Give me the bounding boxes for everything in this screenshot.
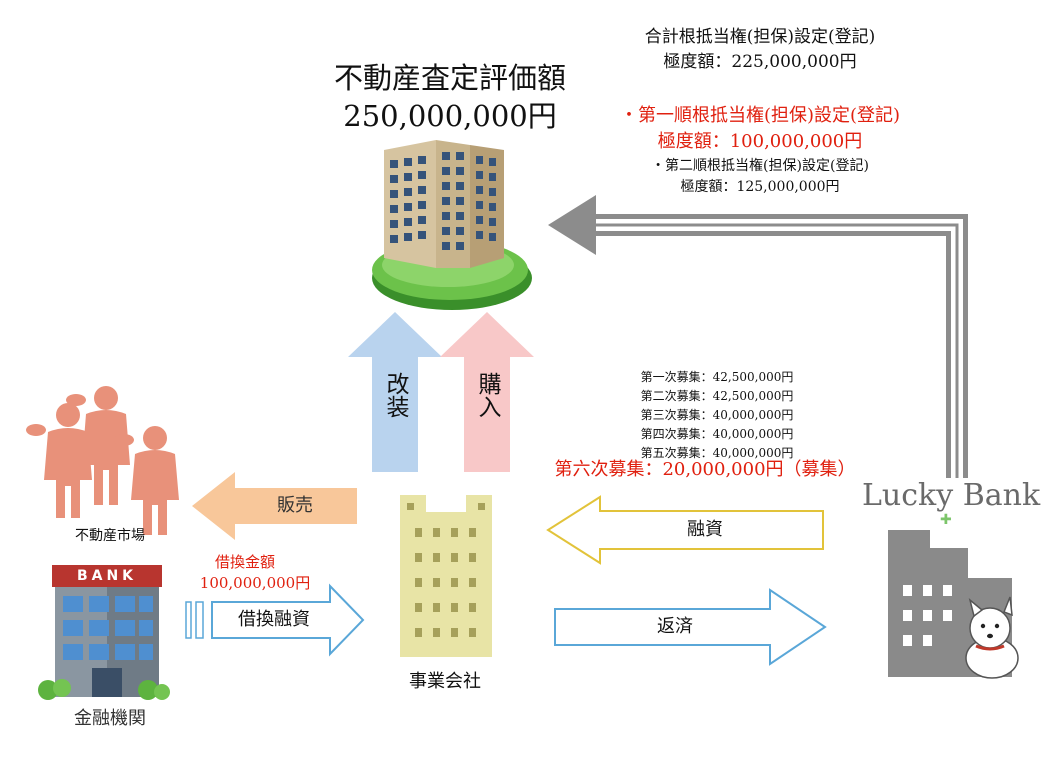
mortgage-second-line2: 極度額：125,000,000円 (680, 179, 840, 195)
loan-label: 融資 (687, 519, 723, 540)
company-building-icon (400, 495, 492, 657)
fundraising-round-5: 第五次募集：40,000,000円 (640, 446, 794, 460)
refinance-label: 借換融資 (238, 609, 310, 630)
market-people-icon (26, 386, 179, 535)
mortgage-total-line1: 合計根抵当権(担保)設定(登記) (644, 27, 876, 47)
appraisal-amount: 250,000,000円 (343, 99, 557, 133)
bank-building-icon (38, 565, 170, 700)
collateral-arrow (548, 195, 968, 478)
fundraising-round-1: 第一次募集：42,500,000円 (640, 370, 794, 384)
mortgage-first-line1: ・第一順根抵当権(担保)設定(登記) (619, 105, 901, 126)
mortgage-total-line2: 極度額：225,000,000円 (663, 52, 857, 72)
sell-label: 販売 (277, 495, 313, 516)
renovate-arrow (348, 312, 442, 472)
purchase-arrow (440, 312, 534, 472)
fundraising-current: 第六次募集：20,000,000円（募集） (554, 459, 856, 480)
property-building-icon (372, 140, 532, 310)
mortgage-first-line2: 極度額：100,000,000円 (657, 131, 863, 152)
market-label: 不動産市場 (75, 528, 145, 544)
refinance-amount-value: 100,000,000円 (199, 574, 311, 592)
refinance-arrow (185, 583, 365, 657)
dog-mascot-icon (965, 596, 1019, 679)
sell-arrow (192, 472, 357, 540)
repay-label: 返済 (657, 616, 693, 637)
fundraising-round-2: 第二次募集：42,500,000円 (640, 389, 794, 403)
luckybank-logo: Lucky Bank (862, 478, 1041, 513)
company-label: 事業会社 (409, 671, 481, 692)
bank-sign: BANK (76, 568, 138, 584)
fundraising-round-3: 第三次募集：40,000,000円 (640, 408, 794, 422)
svg-text:✚: ✚ (940, 512, 952, 528)
appraisal-title: 不動産査定評価額 (333, 61, 566, 95)
financial-institution-label: 金融機関 (74, 708, 146, 729)
refinance-amount-label: 借換金額 (214, 553, 275, 571)
purchase-label: 購入 (474, 372, 500, 418)
mortgage-second-line1: ・第二順根抵当権(担保)設定(登記) (651, 158, 869, 174)
loan-arrow (546, 495, 824, 565)
fundraising-round-4: 第四次募集：40,000,000円 (640, 427, 794, 441)
repay-arrow (554, 588, 827, 666)
renovate-label: 改装 (382, 372, 408, 418)
fundraising-rounds: 第一次募集：42,500,000円 第二次募集：42,500,000円 第三次募… (612, 368, 822, 463)
